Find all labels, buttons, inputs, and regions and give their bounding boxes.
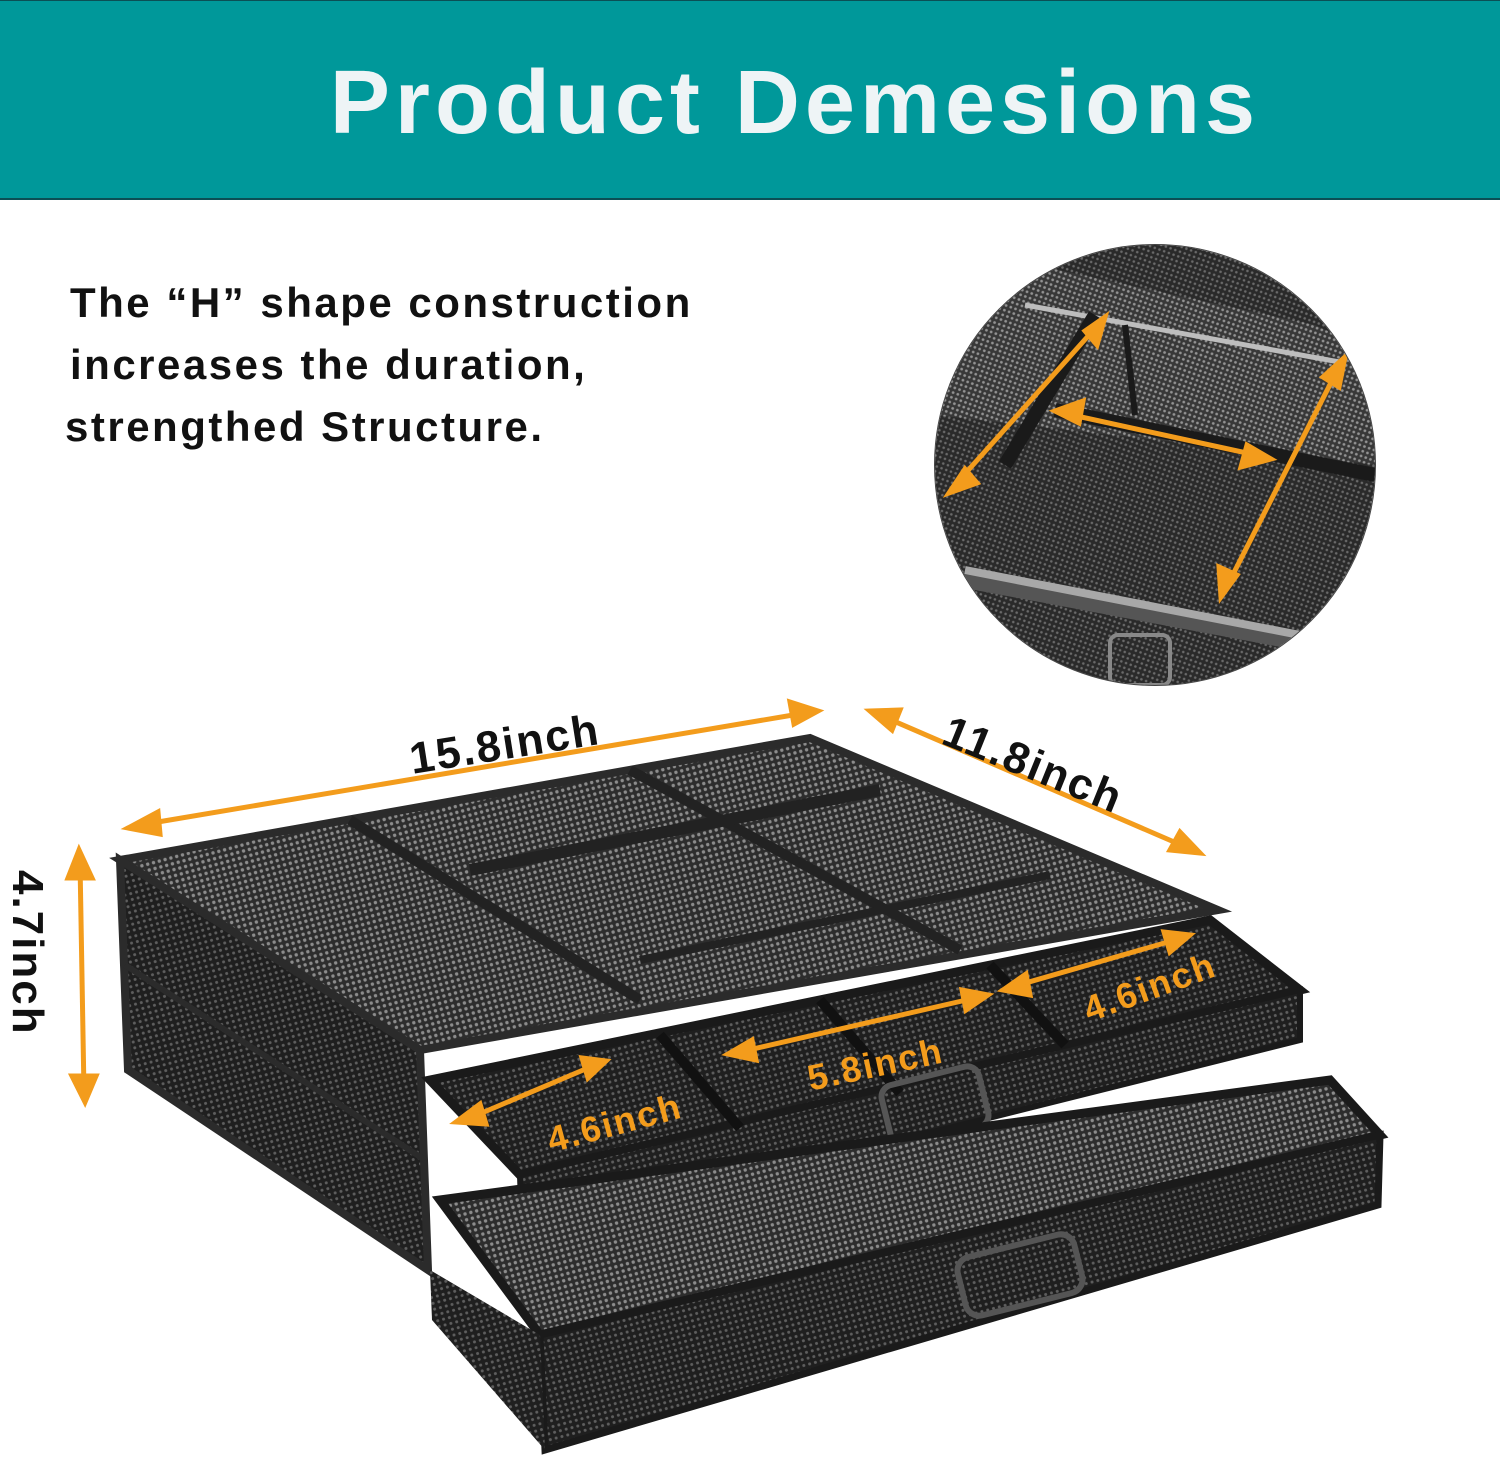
title-banner: Product Demesions [0, 0, 1500, 200]
description-line-2: increases the duration, [70, 341, 588, 388]
arrow-icon [942, 310, 1349, 605]
height-dimension-label: 4.7inch [3, 870, 52, 1036]
description-line-3: strengthed Structure. [65, 403, 545, 450]
left-compartment-dimension-label: 4.6inch [542, 1084, 687, 1161]
banner-title: Product Demesions [329, 53, 1261, 153]
mesh-closeup-image [935, 245, 1375, 685]
description-line-1: The “H” shape construction [70, 279, 693, 326]
description-text: The “H” shape construction increases the… [65, 272, 693, 458]
middle-compartment-dimension-label: 5.8inch [803, 1029, 948, 1099]
right-compartment-dimension-label: 4.6inch [1077, 944, 1222, 1030]
width-dimension-label: 11.8inch [936, 706, 1131, 824]
detail-inset-circle [934, 244, 1376, 686]
length-dimension-label: 15.8inch [406, 705, 604, 784]
